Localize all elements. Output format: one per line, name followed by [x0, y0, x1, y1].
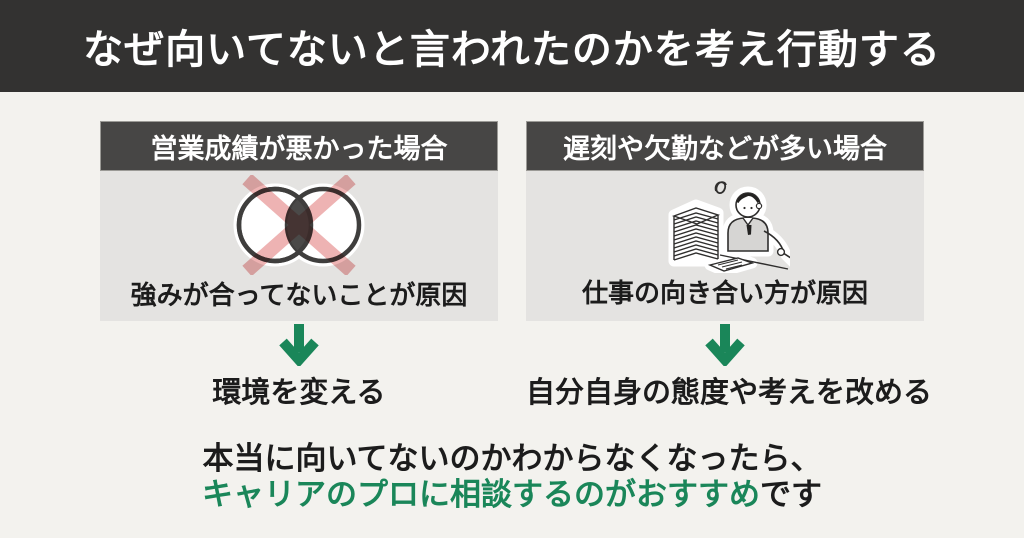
frustration-squiggle: [714, 181, 727, 194]
column-right-arrow-wrap: [526, 324, 924, 366]
column-left-header-label: 営業成績が悪かった場合: [150, 133, 448, 165]
column-right-body: 仕事の向き合い方が原因: [526, 171, 924, 321]
pink-cross: [242, 175, 356, 275]
page-title: なぜ向いてないと言われたのかを考え行動する: [83, 27, 941, 73]
column-right-header-label: 遅刻や欠勤などが多い場合: [563, 133, 887, 165]
column-right-header: 遅刻や欠勤などが多い場合: [526, 121, 924, 171]
footer-line2: キャリアのプロに相談するのがおすすめです: [0, 477, 1024, 513]
column-left-arrow-wrap: [100, 324, 498, 366]
overworked-office-worker-icon: [668, 181, 790, 273]
footer-message: 本当に向いてないのかわからなくなったら、 キャリアのプロに相談するのがおすすめで…: [0, 441, 1024, 513]
page-title-bar: なぜ向いてないと言われたのかを考え行動する: [0, 0, 1024, 92]
comparison-columns: 営業成績が悪かった場合: [0, 121, 1024, 411]
paper-stack: [671, 207, 721, 261]
column-right-cause: 仕事の向き合い方が原因: [581, 279, 868, 309]
column-left-cause: 強みが合ってないことが原因: [130, 281, 468, 311]
column-sales-performance: 営業成績が悪かった場合: [100, 121, 498, 411]
column-left-header: 営業成績が悪かった場合: [100, 121, 498, 171]
column-right-action: 自分自身の態度や考えを改める: [526, 375, 933, 409]
column-attendance: 遅刻や欠勤などが多い場合: [526, 121, 933, 411]
column-left-illustration: [229, 171, 369, 275]
down-arrow-icon: [279, 324, 319, 366]
footer-line2-highlight: キャリアのプロに相談するのがおすすめ: [202, 477, 760, 513]
column-left-body: 強みが合ってないことが原因: [100, 171, 498, 321]
worker: [727, 192, 790, 259]
column-left-action: 環境を変える: [212, 375, 386, 409]
column-right-illustration: [660, 171, 790, 273]
footer-line2-rest: です: [760, 477, 822, 513]
venn-mismatch-cross-icon: [233, 175, 365, 275]
down-arrow-icon: [705, 324, 745, 366]
desk-edge: [719, 254, 789, 270]
desk-paper: [707, 257, 755, 272]
footer-line1: 本当に向いてないのかわからなくなったら、: [202, 441, 822, 477]
